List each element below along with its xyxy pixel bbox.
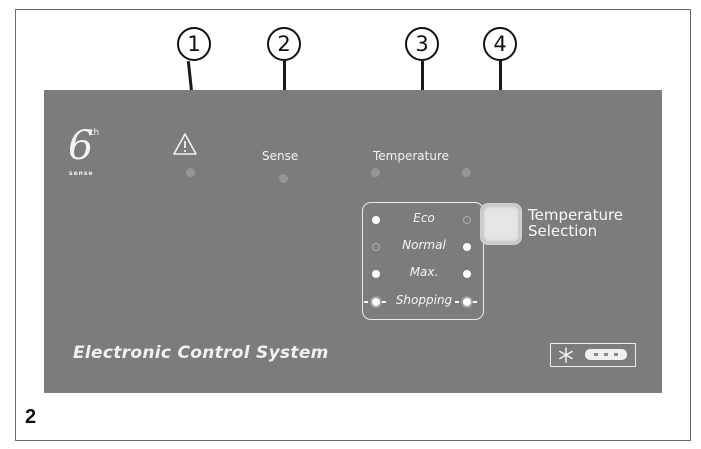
alarm-led — [186, 168, 195, 177]
temperature-selection-button[interactable] — [480, 203, 522, 245]
temperature-selection-label: Temperature Selection — [528, 207, 623, 239]
callout-3: 3 — [405, 27, 439, 61]
freeze-display-icon — [585, 349, 627, 360]
normal-led-right — [463, 243, 471, 251]
mode-label-normal: Normal — [402, 238, 446, 252]
shopping-led-left-ray — [382, 301, 386, 303]
max-led-left — [372, 270, 380, 278]
mode-indicator-box: Eco Normal Max. Shopping — [362, 202, 484, 320]
mode-label-eco: Eco — [413, 211, 435, 225]
shopping-led-left-ray — [364, 301, 368, 303]
shopping-led-left — [372, 298, 380, 306]
shopping-led-right — [463, 298, 471, 306]
shopping-led-right-ray — [473, 301, 477, 303]
mode-label-shopping: Shopping — [395, 293, 453, 307]
eco-led-left — [372, 216, 380, 224]
sense-label: Sense — [262, 149, 299, 163]
temperature-led-right — [462, 168, 471, 177]
callout-2: 2 — [267, 27, 301, 61]
freeze-indicator — [550, 343, 636, 367]
temperature-selection-label-line1: Temperature — [528, 206, 624, 224]
control-panel — [44, 90, 662, 393]
eco-led-right — [463, 216, 471, 224]
system-title: Electronic Control System — [73, 343, 329, 363]
callout-4: 4 — [483, 27, 517, 61]
snowflake-icon — [559, 347, 573, 363]
logo-superscript: th — [90, 128, 100, 138]
sixth-sense-logo: 6 th sense — [68, 126, 108, 186]
callout-1: 1 — [177, 27, 211, 61]
temperature-label: Temperature — [373, 149, 450, 163]
temperature-selection-label-line2: Selection — [528, 222, 598, 240]
normal-led-left — [372, 243, 380, 251]
shopping-led-right-ray — [455, 301, 459, 303]
temperature-led-left — [371, 168, 380, 177]
sense-led — [279, 174, 288, 183]
max-led-right — [463, 270, 471, 278]
figure-number: 2 — [25, 406, 37, 428]
logo-subtext: sense — [69, 170, 94, 177]
mode-label-max: Max. — [409, 265, 439, 279]
logo-number: 6 — [68, 123, 94, 169]
warning-triangle-icon — [173, 133, 197, 155]
